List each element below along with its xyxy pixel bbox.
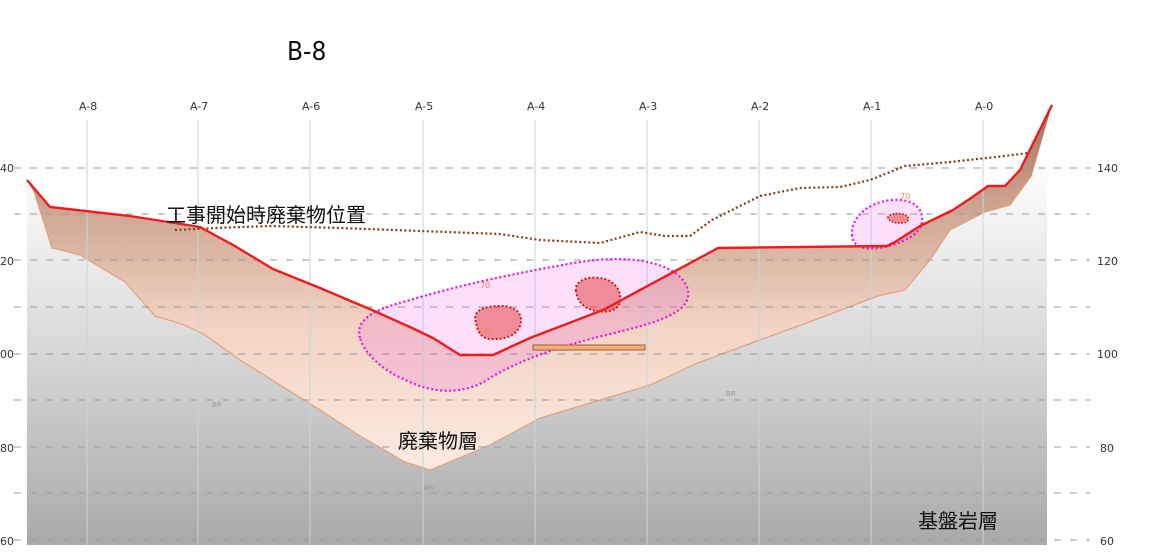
elevation-label-left: 40	[0, 162, 14, 175]
column-labels: A-8 A-7 A-6 A-5 A-4 A-3 A-2 A-1 A-0	[79, 100, 993, 113]
small-value-1: 70	[480, 281, 490, 290]
elevation-label-right: 120	[1097, 255, 1118, 268]
bedrock-layer-label: 基盤岩層	[918, 509, 998, 533]
original-waste-line	[174, 151, 1029, 245]
contour-inner-3	[887, 212, 910, 224]
column-label: A-5	[415, 100, 433, 113]
contour-inner-1	[474, 304, 522, 341]
br-mark-1: BR	[212, 401, 222, 409]
column-label: A-6	[302, 100, 320, 113]
right-elevation-labels: 140 120 100 80 60	[1097, 162, 1118, 548]
column-label: A-0	[975, 100, 993, 113]
elevation-label-right: 80	[1100, 442, 1114, 455]
horizontal-grid	[14, 167, 1090, 541]
waste-layer	[27, 105, 1052, 470]
column-label: A-3	[639, 100, 657, 113]
current-surface-line	[26, 104, 1054, 357]
waste-layer-label: 廃棄物層	[398, 429, 478, 453]
elevation-label-right: 60	[1100, 535, 1114, 548]
elevation-label-left: 60	[0, 535, 14, 548]
elevation-label-left: 80	[0, 442, 14, 455]
small-value-4: 70	[897, 215, 907, 224]
page-title: B-8	[287, 37, 326, 67]
elevation-label-left: 20	[0, 255, 14, 268]
elevation-label-right: 100	[1097, 348, 1118, 361]
small-value-3: 100	[478, 327, 493, 336]
column-label: A-8	[79, 100, 97, 113]
br-mark-2: BR	[726, 390, 736, 398]
original-waste-label: 工事開始時廃棄物位置	[166, 203, 366, 227]
bedrock-boundary-line	[34, 174, 1033, 471]
left-elevation-labels: 40 20 00 80 60	[0, 162, 14, 548]
elevation-label-right: 140	[1097, 162, 1118, 175]
column-label: A-4	[527, 100, 545, 113]
small-value-2: 70	[900, 192, 910, 201]
orange-bar	[532, 344, 646, 351]
contour-inner-2	[574, 276, 622, 313]
column-label: A-2	[751, 100, 769, 113]
column-label: A-7	[190, 100, 208, 113]
br-mark-3: BR	[424, 484, 434, 492]
column-label: A-1	[863, 100, 881, 113]
elevation-label-left: 00	[0, 348, 14, 361]
